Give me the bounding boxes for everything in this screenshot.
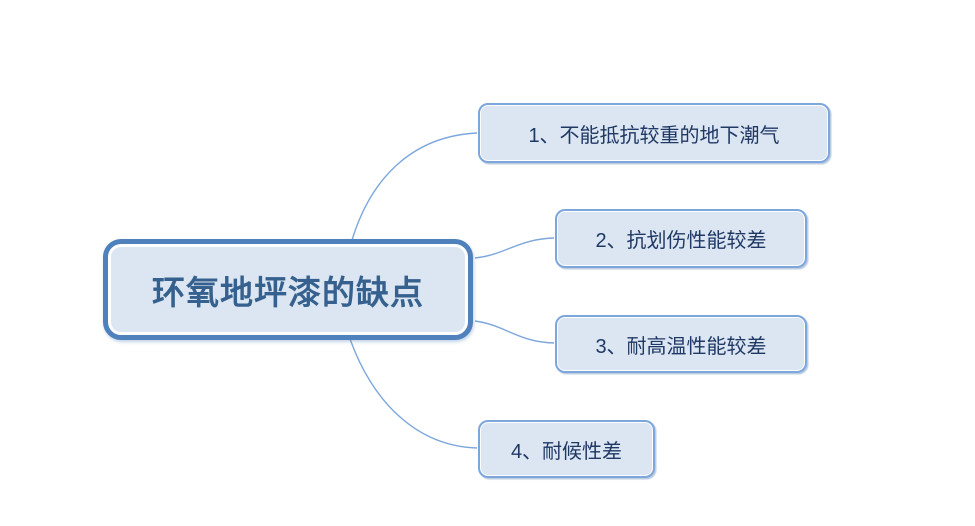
branch-node-1[interactable]: 1、不能抵抗较重的地下潮气	[478, 103, 830, 163]
connector-root-to-branch-2	[474, 237, 555, 259]
connector-root-to-branch-1	[351, 132, 478, 241]
root-topic-node[interactable]: 环氧地坪漆的缺点	[103, 239, 473, 340]
branch-node-2[interactable]: 2、抗划伤性能较差	[555, 209, 807, 268]
branch-label-4: 4、耐候性差	[510, 440, 623, 463]
branch-label-1: 1、不能抵抗较重的地下潮气	[528, 124, 780, 147]
connector-root-to-branch-3	[474, 320, 555, 344]
branch-label-2: 2、抗划伤性能较差	[595, 230, 767, 252]
branch-node-4[interactable]: 4、耐候性差	[478, 420, 655, 478]
root-topic-label: 环氧地坪漆的缺点	[152, 273, 424, 311]
connector-root-to-branch-4	[349, 338, 478, 449]
branch-node-3[interactable]: 3、耐高温性能较差	[555, 315, 807, 373]
branch-label-3: 3、耐高温性能较差	[595, 335, 767, 358]
